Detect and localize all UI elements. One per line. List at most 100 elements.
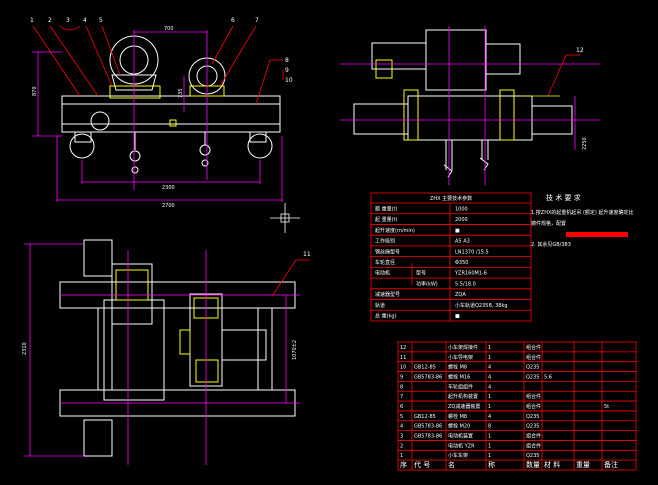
dim-plan-right: 1070±2 <box>292 340 298 360</box>
plan-text: 11 2310 1070±2 <box>22 251 311 360</box>
tech-line-3: 2. 其余见GB/383 <box>531 241 571 248</box>
tech-line-1: 1.按ZHX的起重机起吊 (额定) 起升速度确定比 <box>531 209 633 216</box>
bom-cell: 组合件 <box>526 344 541 351</box>
params-row-label: 起 重量(t) <box>375 216 398 223</box>
bom-cell: 螺栓 M8 <box>448 364 467 371</box>
bom-cell: Q235 <box>526 424 539 430</box>
bom-cell: 5.6 <box>544 374 552 380</box>
bom-cell: 组合件 <box>526 403 541 410</box>
side-left-motor <box>353 103 409 135</box>
bom-cell: 电动机装置 <box>448 433 473 440</box>
bom-cell: 1 <box>488 404 491 410</box>
bom-cell: 螺栓 M8 <box>448 413 467 420</box>
bom-cell: 起升机构装置 <box>448 393 478 400</box>
bom-cell: 小车导电架 <box>448 354 473 361</box>
bom-cell: Q235 <box>526 414 539 420</box>
balloon-1: 1 <box>30 17 34 24</box>
front-dims <box>32 30 283 202</box>
bom-cell: 4 <box>400 424 403 430</box>
dim-side-right: 2250 <box>582 137 588 150</box>
bom-cell: 4 <box>488 414 491 420</box>
bom-footer-cell: 代 号 <box>414 460 430 469</box>
params-row-sublabel: 型号 <box>416 270 426 277</box>
side-text: 12 2250 <box>576 47 588 150</box>
side-dims <box>340 26 600 185</box>
bom-cell: 9 <box>400 374 403 380</box>
balloon-10: 10 <box>285 77 293 84</box>
bom-cell: 车轮组组件 <box>448 383 473 390</box>
bom-cell: 4 <box>488 384 491 390</box>
bom-cell: 1 <box>488 394 491 400</box>
bom-cell: 2 <box>400 443 403 449</box>
params-row-label: 起升速度(m/min) <box>375 227 415 234</box>
bom-footer-cell: 名 <box>448 460 455 469</box>
params-row-value: 5.5/18.0 <box>455 281 476 287</box>
plan-view <box>59 239 296 457</box>
bom-cell: GB5783-86 <box>414 374 442 380</box>
bom-cell: 12 <box>400 345 406 351</box>
front-balloon-labels: 1 2 3 4 5 6 7 8 9 10 <box>30 17 293 84</box>
bom-cell: 组合件 <box>526 393 541 400</box>
params-row-label: 工作级别 <box>375 238 395 245</box>
front-frame <box>61 95 281 133</box>
dim-plan-width: 2310 <box>22 342 28 355</box>
params-row-value: A5 A3 <box>455 239 470 245</box>
bom-cell: 电动机 YZR <box>448 442 475 449</box>
bom-footer-cell: 重量 <box>576 461 590 469</box>
bom-cell: 4 <box>488 365 491 371</box>
side-drum <box>425 29 487 91</box>
bom-cell: 1 <box>488 453 491 459</box>
plan-dims <box>24 243 300 465</box>
bom-footer-cell: 称 <box>488 460 495 469</box>
wheel <box>69 133 95 159</box>
params-row-label: 减速器型号 <box>375 291 400 298</box>
wheel <box>247 133 273 159</box>
tech-title: 技 术 要 求 <box>546 193 581 202</box>
tech-line-2: 铸件规格，配置 <box>531 220 566 227</box>
bom-cell: 1 <box>488 355 491 361</box>
bom-cell: 8 <box>400 384 403 390</box>
bom-cell: ZQ减速器装置 <box>448 403 480 410</box>
bom-cell: 螺栓 M20 <box>448 423 470 430</box>
params-row-label: 电动机 <box>375 270 390 277</box>
bom-cell: 1 <box>400 453 403 459</box>
bom-cell: GB12-85 <box>414 365 436 371</box>
bom-cell: 组合件 <box>526 442 541 449</box>
bom-cell: Q235 <box>526 453 539 459</box>
plan-wheel-motor <box>83 239 113 277</box>
dim-top-span: 700 <box>164 26 174 32</box>
bom-cell: 6 <box>400 404 403 410</box>
bom-cell: 5 <box>400 414 403 420</box>
params-row-value: YZR160M1-6 <box>454 271 487 277</box>
params-row-label: 钢丝绳型号 <box>375 248 400 255</box>
params-row-label: 额 重量(t) <box>375 205 398 212</box>
params-row-value: ZQA <box>455 292 466 298</box>
bom-cell: 4 <box>488 374 491 380</box>
bom-cell: 5t <box>604 404 609 410</box>
balloon-9: 9 <box>285 67 289 74</box>
balloon-7: 7 <box>255 17 259 24</box>
front-dim-text: 700 870 735 2300 2700 <box>32 26 184 209</box>
balloon-3: 3 <box>66 17 70 24</box>
params-title: ZHX 主要技术参数 <box>430 195 472 202</box>
bom-cell: 组合件 <box>526 433 541 440</box>
plan-motor <box>111 263 153 325</box>
plan-leader <box>271 259 310 297</box>
bom-cell: GB12-85 <box>414 414 436 420</box>
balloon-2: 2 <box>48 17 52 24</box>
bom-cell: GB5783-86 <box>414 434 442 440</box>
params-row-label: 轨道 <box>375 302 385 309</box>
front-view <box>61 35 281 174</box>
params-row-sublabel: 功率(kW) <box>416 280 438 287</box>
bom-cell: 1 <box>488 345 491 351</box>
bom-cell: 组合件 <box>526 354 541 361</box>
bom-cell: 1 <box>488 443 491 449</box>
tech-requirements: 技 术 要 求 1.按ZHX的起重机起吊 (额定) 起升速度确定比 铸件规格，配… <box>531 193 633 248</box>
balloon-5: 5 <box>99 17 103 24</box>
bom-footer-cell: 数量 <box>526 460 540 469</box>
bom-cell: 11 <box>400 355 406 361</box>
balloon-6: 6 <box>231 17 235 24</box>
